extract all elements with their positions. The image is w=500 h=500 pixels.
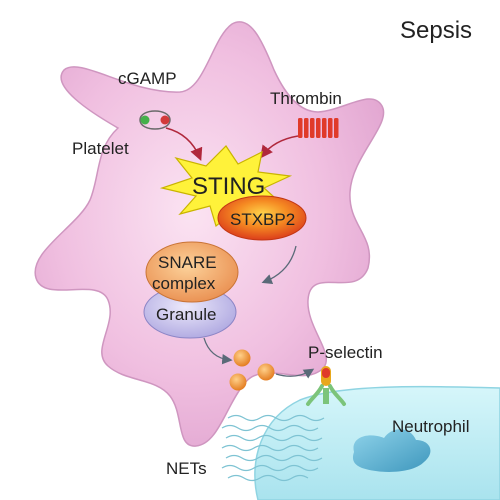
thrombin-to-sting-arrow (260, 135, 299, 159)
cgamp-to-sting-arrow (165, 127, 203, 161)
thrombin-receptor-icon (298, 118, 339, 138)
platelet-label: Platelet (72, 139, 129, 158)
sting-label: STING (192, 173, 265, 200)
nets-fibers-icon (221, 414, 325, 482)
stxbp2-label: STXBP2 (230, 210, 295, 229)
snare-label-line2: complex (152, 274, 216, 293)
stxbp2-to-snare-arrow (261, 245, 297, 285)
nets-label: NETs (166, 459, 207, 478)
vesicle (229, 373, 247, 391)
cgamp-molecule-icon (139, 110, 171, 130)
thrombin-label: Thrombin (270, 89, 342, 108)
vesicle (233, 349, 251, 367)
stxbp2-shape (217, 195, 307, 241)
pselectin-label: P-selectin (308, 343, 383, 362)
diagram-title: Sepsis (400, 17, 472, 44)
platelet-cell (34, 21, 385, 447)
vesicles-to-pselectin-arrow (275, 368, 315, 379)
vesicle (257, 363, 275, 381)
cgamp-label: cGAMP (118, 69, 177, 88)
granule-label: Granule (156, 305, 216, 324)
granule-to-vesicles-arrow (203, 337, 233, 365)
snare-complex-shape (145, 241, 239, 303)
neutrophil-nucleus (352, 429, 431, 472)
p-selectin-receptor-icon (306, 366, 346, 406)
neutrophil-label: Neutrophil (392, 417, 470, 436)
snare-label-line1: SNARE (158, 253, 217, 272)
